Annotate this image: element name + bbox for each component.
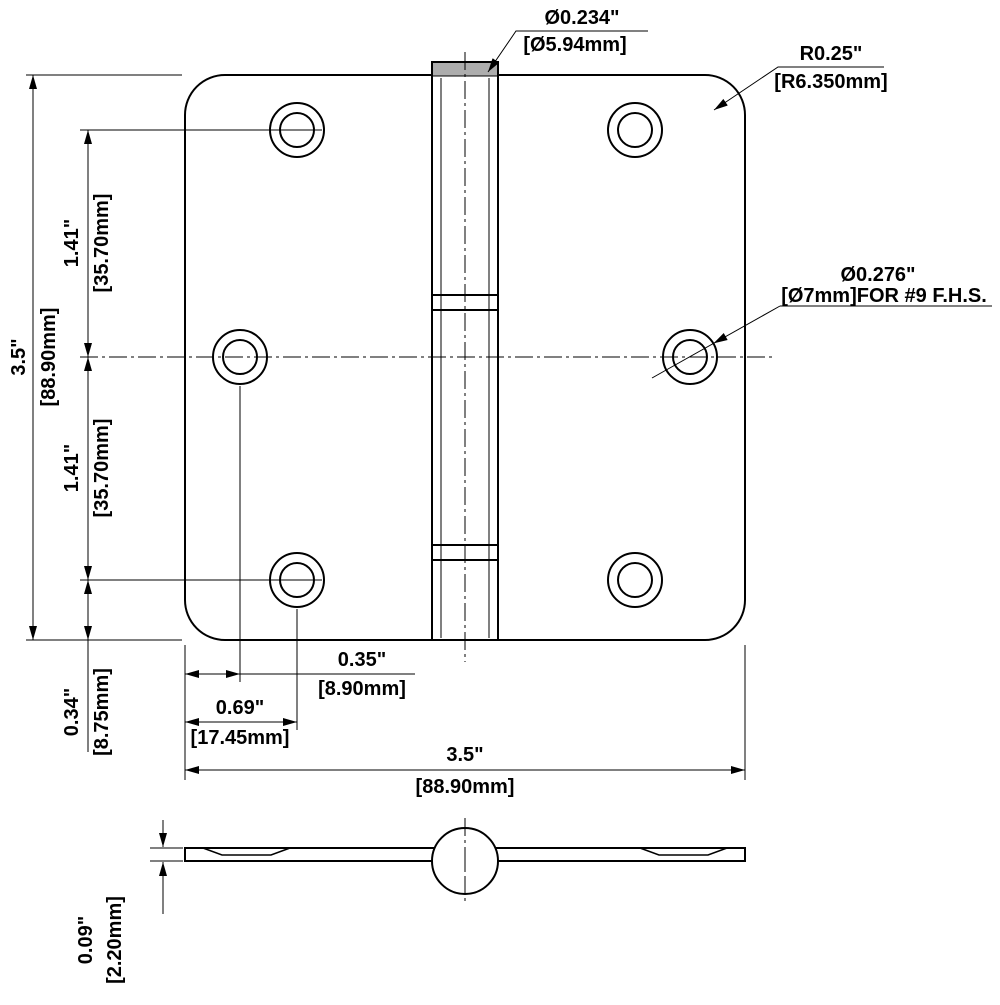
corner-radius-label-in: R0.25" [800,43,863,65]
pin-diameter-label-in: Ø0.234" [544,7,619,29]
dim-hole-inset-b: 0.69" [17.45mm] [185,609,298,749]
spacing-lower-label-mm: [35.70mm] [91,419,113,518]
height-label-in: 3.5" [8,338,30,375]
dim-overall-width: 3.5" [88.90mm] [184,645,746,798]
spacing-upper-label-mm: [35.70mm] [91,194,113,293]
hole-diameter-label-mm: [Ø7mm]FOR #9 F.H.S. [781,285,987,307]
width-label-in: 3.5" [446,744,483,766]
screw-hole-top-right [607,102,663,158]
width-label-mm: [88.90mm] [416,776,515,798]
inset-b-label-in: 0.69" [216,697,264,719]
dim-bottom-edge-offset: 0.34" [8.75mm] [61,580,113,756]
leader-hole-diameter: Ø0.276" [Ø7mm]FOR #9 F.H.S. [651,264,992,379]
dimensions: 3.5" [88.90mm] 1.41" [35.70mm] 1.41" [35… [8,7,992,798]
countersink-left [202,847,291,856]
inset-a-label-in: 0.35" [338,649,386,671]
spacing-upper-label-in: 1.41" [61,219,83,267]
dim-overall-height: 3.5" [88.90mm] [8,74,182,641]
countersink-right [639,847,728,856]
dim-hole-spacing-upper: 1.41" [35.70mm] [61,129,322,357]
height-label-mm: [88.90mm] [38,308,60,407]
hole-diameter-label-in: Ø0.276" [840,264,915,286]
dim-thickness: 0.09" [2.20mm] [75,820,183,984]
leader-arrowhead [713,333,728,344]
inset-a-label-mm: [8.90mm] [318,678,406,700]
thickness-label-in: 0.09" [75,916,97,964]
corner-radius-label-mm: [R6.350mm] [774,71,887,93]
leader-corner-radius: R0.25" [R6.350mm] [713,43,888,111]
spacing-lower-label-in: 1.41" [61,444,83,492]
thickness-label-mm: [2.20mm] [104,896,126,984]
front-view [80,52,772,662]
edge-offset-label-in: 0.34" [61,688,83,736]
dim-hole-spacing-lower: 1.41" [35.70mm] [61,357,322,581]
screw-holes [212,102,718,608]
screw-hole-bottom-right [607,552,663,608]
leader-pin-diameter: Ø0.234" [Ø5.94mm] [487,7,648,73]
edge-profile-view: 0.09" [2.20mm] [75,818,746,984]
dim-hole-inset-a: 0.35" [8.90mm] [185,386,415,700]
inset-b-label-mm: [17.45mm] [191,727,290,749]
edge-offset-label-mm: [8.75mm] [91,668,113,756]
pin-diameter-label-mm: [Ø5.94mm] [523,34,626,56]
